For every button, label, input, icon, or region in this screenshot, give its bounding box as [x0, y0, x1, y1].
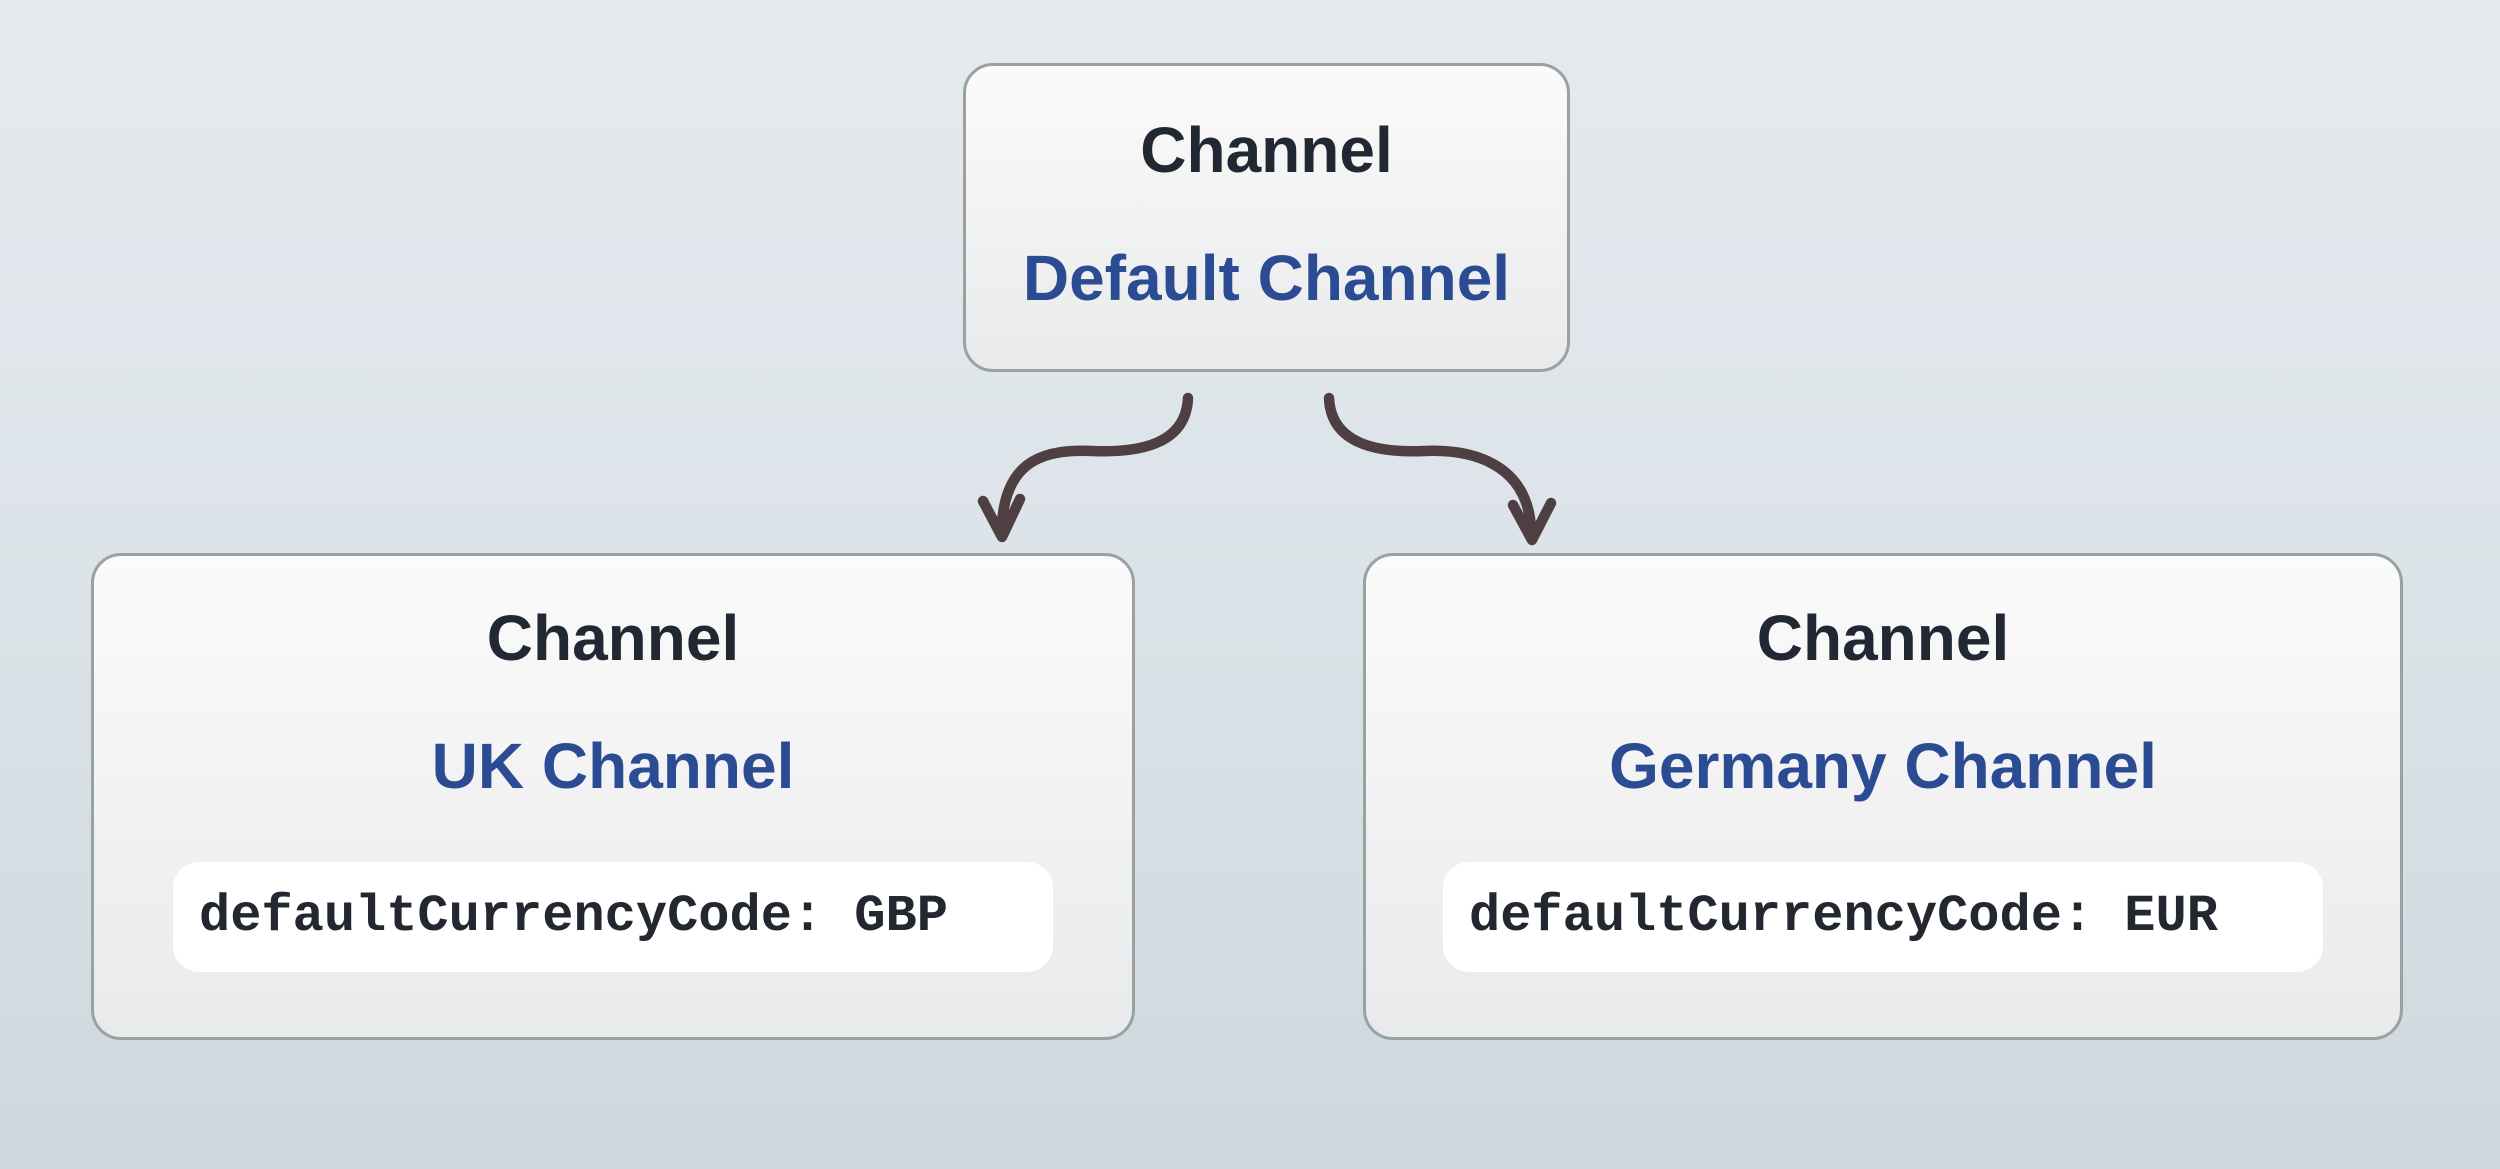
node-type-label: Channel — [1756, 602, 2010, 674]
edge-arrow-default-to-germany — [1323, 392, 1557, 546]
node-uk-channel: Channel UK Channel defaultCurrencyCode: … — [91, 553, 1135, 1040]
node-germany-channel: Channel Germany Channel defaultCurrencyC… — [1363, 553, 2403, 1040]
default-currency-code-value: defaultCurrencyCode: GBP — [199, 887, 948, 946]
edge-arrow-default-to-uk — [977, 392, 1194, 543]
node-name-label: Germany Channel — [1609, 730, 2157, 802]
node-name-label: UK Channel — [431, 730, 795, 802]
node-attribute-pill: defaultCurrencyCode: EUR — [1443, 862, 2323, 972]
node-default-channel: Channel Default Channel — [963, 63, 1570, 372]
default-currency-code-value: defaultCurrencyCode: EUR — [1469, 887, 2218, 946]
node-name-label: Default Channel — [1022, 241, 1511, 314]
node-type-label: Channel — [486, 602, 740, 674]
node-type-label: Channel — [1140, 113, 1393, 186]
node-attribute-pill: defaultCurrencyCode: GBP — [173, 862, 1053, 972]
